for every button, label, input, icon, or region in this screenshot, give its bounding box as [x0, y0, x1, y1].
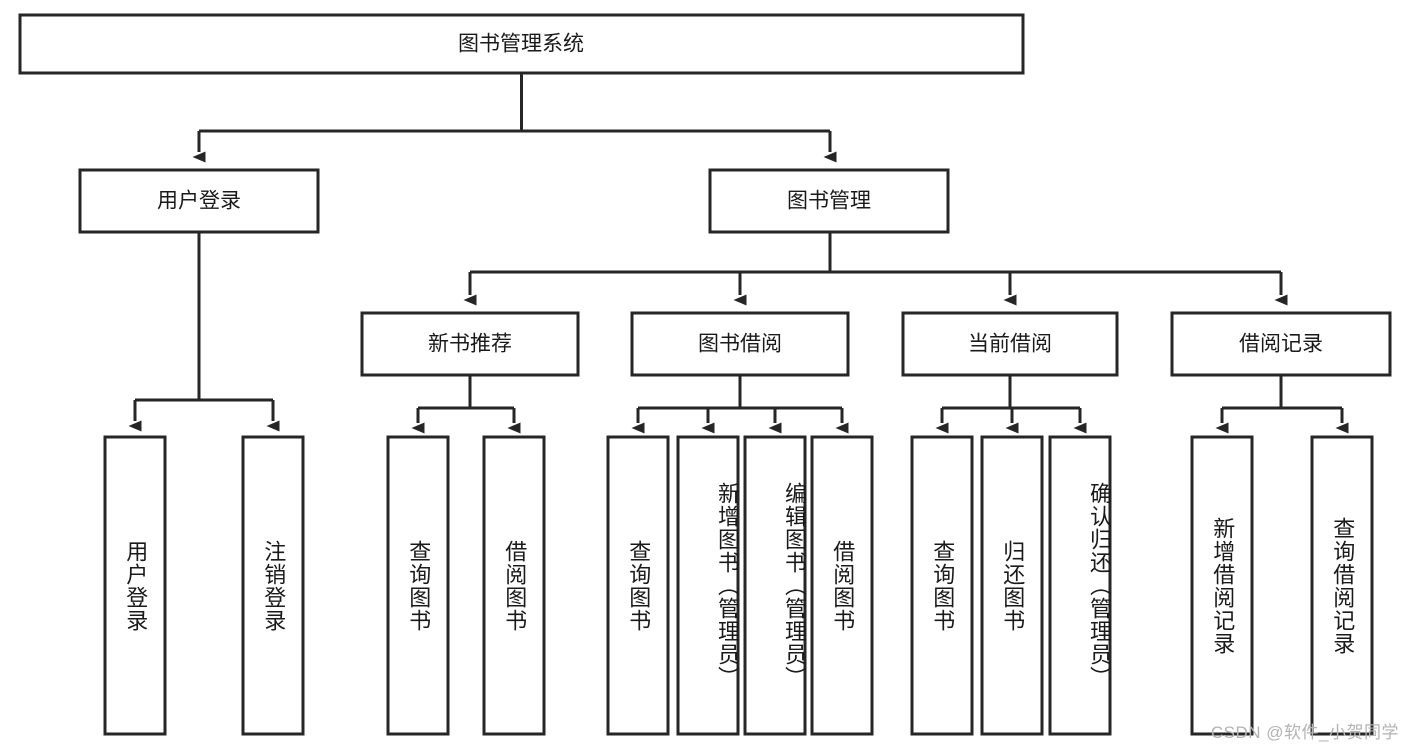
leaf-box-1[interactable] [241, 435, 305, 736]
leaf-box-10[interactable] [1048, 435, 1112, 736]
node-user-login-label: 用户登录 [157, 190, 241, 213]
node-root-label: 图书管理系统 [458, 33, 584, 56]
leaf-box-11[interactable] [1190, 435, 1254, 736]
connector-layer [128, 73, 1349, 434]
node-current-borrow-label: 当前借阅 [968, 333, 1052, 356]
leaf-box-9[interactable] [980, 435, 1044, 736]
leaf-box-8[interactable] [910, 435, 974, 736]
leaf-box-4[interactable] [606, 435, 670, 736]
node-current-borrow-box[interactable] [901, 311, 1119, 377]
leaf-box-12[interactable] [1310, 435, 1374, 736]
node-borrow-box[interactable] [630, 311, 850, 377]
node-borrow-record-box[interactable] [1170, 311, 1392, 377]
node-borrow-label: 图书借阅 [698, 333, 782, 356]
node-book-manage-box[interactable] [708, 168, 950, 234]
leaf-box-0[interactable] [103, 435, 167, 736]
leaf-box-3[interactable] [482, 435, 546, 736]
node-new-book-label: 新书推荐 [428, 333, 512, 356]
leaf-box-5[interactable] [676, 435, 740, 736]
node-user-login-box[interactable] [78, 168, 320, 234]
csdn-watermark: CSDN @软件_小贺同学 [1210, 723, 1399, 742]
node-root-box[interactable] [18, 13, 1025, 75]
node-book-manage-label: 图书管理 [787, 190, 871, 213]
node-borrow-record-label: 借阅记录 [1239, 333, 1323, 356]
leaf-box-6[interactable] [743, 435, 807, 736]
leaf-box-7[interactable] [810, 435, 874, 736]
leaf-box-2[interactable] [386, 435, 450, 736]
node-new-book-box[interactable] [360, 311, 580, 377]
node-layer: 图书管理系统 用户登录 图书管理 新书推荐 图书借阅 当前借阅 借阅记录 [18, 13, 1392, 736]
